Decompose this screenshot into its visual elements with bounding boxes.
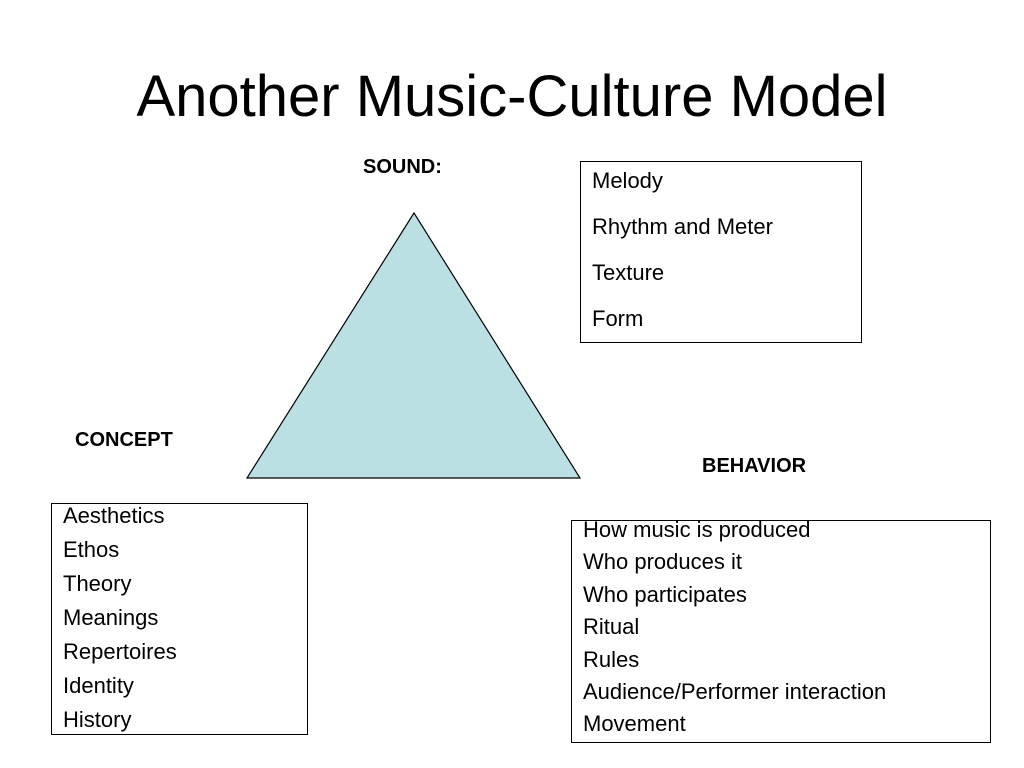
concept-item: Aesthetics: [63, 503, 165, 528]
sound-item: Form: [592, 306, 644, 331]
sound-box: Melody Rhythm and Meter Texture Form: [580, 161, 862, 343]
behavior-item: Rules: [583, 646, 640, 672]
model-triangle: [246, 212, 582, 479]
concept-item: Identity: [63, 673, 134, 698]
behavior-item: Audience/Performer interaction: [583, 678, 887, 704]
sound-item: Texture: [592, 260, 665, 285]
behavior-item: Ritual: [583, 614, 640, 640]
behavior-item: Movement: [583, 711, 686, 737]
sound-item: Melody: [592, 168, 663, 193]
behavior-item: Who produces it: [583, 549, 742, 575]
concept-item: Theory: [63, 571, 132, 596]
slide-title: Another Music-Culture Model: [136, 64, 888, 129]
sound-item: Rhythm and Meter: [592, 214, 773, 239]
behavior-box: How music is produced Who produces it Wh…: [571, 517, 991, 743]
concept-item: Meanings: [63, 605, 159, 630]
concept-item: Ethos: [63, 537, 120, 562]
concept-item: Repertoires: [63, 639, 177, 664]
behavior-label: BEHAVIOR: [702, 455, 807, 477]
sound-label: SOUND:: [363, 156, 442, 178]
concept-item: History: [63, 707, 132, 732]
behavior-item: Who participates: [583, 581, 747, 607]
concept-box: Aesthetics Ethos Theory Meanings Reperto…: [51, 503, 308, 735]
triangle-shape: [246, 212, 582, 479]
concept-label: CONCEPT: [75, 429, 173, 451]
behavior-item: How music is produced: [583, 517, 811, 542]
